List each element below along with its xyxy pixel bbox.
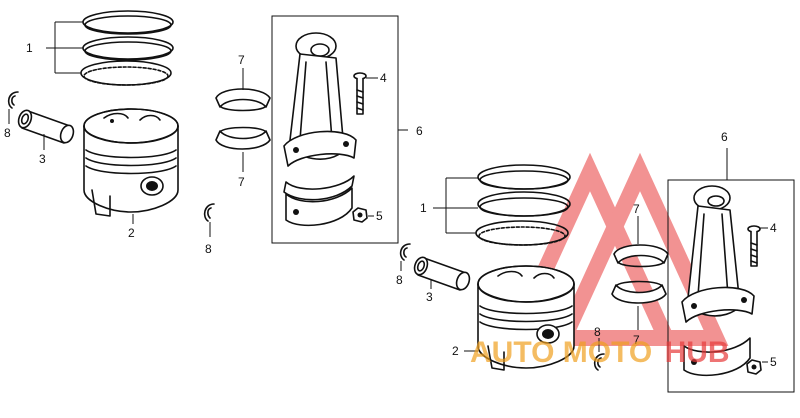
label-3-right: 3 [426, 290, 433, 304]
callout-3-right: 3 [426, 280, 433, 304]
bearing-left-lower: 7 [215, 126, 271, 189]
label-7-left-top: 7 [238, 53, 245, 67]
callout-1-right: 1 [420, 177, 478, 234]
pin-clip-left-bottom: 8 [203, 203, 215, 256]
callout-2-left: 2 [128, 214, 135, 240]
callout-1-left: 1 [26, 21, 83, 74]
pin-clip-right-top: 8 [396, 243, 411, 287]
left-assembly: 1 2 3 [4, 10, 423, 256]
label-8-left-top: 8 [4, 126, 11, 140]
connecting-rod-right [681, 185, 755, 377]
label-7-right-bottom: 7 [633, 333, 640, 347]
piston-right [477, 265, 575, 371]
watermark-hub: HUB [665, 336, 730, 369]
callout-3-left: 3 [39, 134, 46, 166]
rod-bolt-left: 4 [353, 71, 387, 115]
pin-clip-right-bottom: 8 [593, 325, 605, 371]
watermark-auto: AUTO [470, 336, 554, 369]
rod-cap-left [283, 175, 355, 227]
rod-bolt-right: 4 [747, 221, 777, 267]
piston-rings-left [80, 10, 174, 86]
bearing-right-upper: 7 [613, 202, 669, 268]
label-3-left: 3 [39, 152, 46, 166]
watermark-text-line: AUTO MOTO HUB [470, 336, 730, 369]
label-8-right-top: 8 [396, 273, 403, 287]
piston-pin-left [17, 109, 75, 144]
pin-clip-left-top: 8 [4, 91, 19, 140]
rod-nut-left: 5 [352, 207, 383, 223]
label-4-right: 4 [770, 221, 777, 235]
piston-rings-right [475, 164, 571, 246]
piston-pin-right [413, 256, 471, 291]
label-5-left: 5 [376, 209, 383, 223]
connecting-rod-box-left: 6 [271, 15, 423, 244]
label-1-left: 1 [26, 41, 33, 55]
label-8-right-bottom: 8 [594, 325, 601, 339]
watermark-moto: MOTO [563, 336, 652, 369]
watermark-text: AUTO MOTO HUB [470, 336, 730, 369]
connecting-rod-left [283, 32, 357, 167]
label-7-right-top: 7 [633, 202, 640, 216]
label-8-left-bottom: 8 [205, 242, 212, 256]
label-2-right: 2 [452, 344, 459, 358]
label-6-left: 6 [416, 124, 423, 138]
label-4-left: 4 [380, 71, 387, 85]
callout-2-right: 2 [452, 344, 478, 358]
piston-left [83, 108, 179, 217]
bearing-right-lower: 7 [611, 280, 667, 347]
label-7-left-bottom: 7 [238, 175, 245, 189]
label-1-right: 1 [420, 201, 427, 215]
label-6-right: 6 [721, 130, 728, 144]
label-5-right: 5 [770, 355, 777, 369]
right-assembly: 1 2 3 [396, 130, 795, 393]
bearing-left-upper: 7 [215, 53, 271, 112]
connecting-rod-box-right: 6 [667, 130, 795, 393]
rod-nut-right: 5 [746, 355, 777, 375]
label-2-left: 2 [128, 226, 135, 240]
